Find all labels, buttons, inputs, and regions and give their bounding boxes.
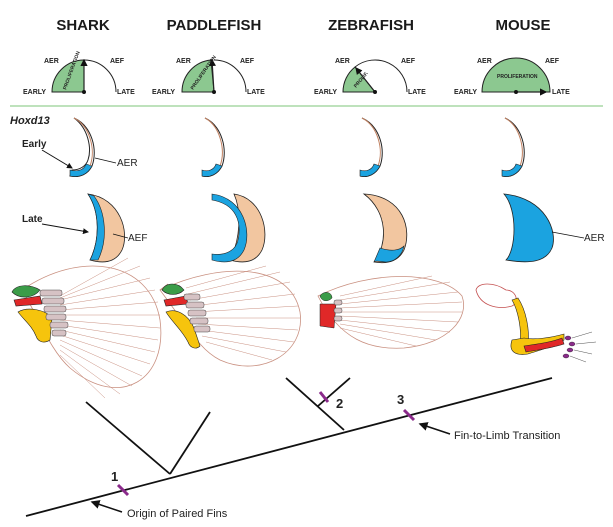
gene-label: Hoxd13 <box>10 115 50 127</box>
shark-fin-skeleton <box>12 258 161 398</box>
species-title-shark: SHARK <box>56 17 110 34</box>
transition-arrow <box>420 424 450 434</box>
gauge-shark: PROLIFERATION AER AEF EARLY LATE <box>23 50 135 96</box>
gauge-aef-label: AEF <box>110 58 125 65</box>
gauge-early-label: EARLY <box>23 89 46 96</box>
early-bud-zebrafish <box>360 118 382 177</box>
gauge-early-label: EARLY <box>314 89 337 96</box>
gauge-aer-label: AER <box>477 58 492 65</box>
mouse-limb-skeleton <box>476 284 596 362</box>
early-bud-mouse <box>502 118 524 177</box>
node-number-3: 3 <box>397 392 404 407</box>
gauge-aef-label: AEF <box>240 58 255 65</box>
gauge-early-label: EARLY <box>152 89 175 96</box>
species-title-paddlefish: PADDLEFISH <box>167 17 262 34</box>
gauge-late-label: LATE <box>117 89 135 96</box>
paddlefish-fin-skeleton <box>160 266 301 366</box>
aef-label-late: AEF <box>128 233 147 244</box>
early-bud-paddlefish <box>202 118 224 177</box>
gauge-paddlefish: PROLIFERATION AER AEF EARLY LATE <box>152 54 265 96</box>
gauge-aer-label: AER <box>335 58 350 65</box>
gauge-aef-label: AEF <box>545 58 560 65</box>
late-pointer-arrow <box>42 224 88 232</box>
gauge-mouse: PROLIFERATION AER AEF EARLY LATE <box>454 58 570 96</box>
aer-mouse-pointer-line <box>552 232 584 238</box>
zebrafish-fin-skeleton <box>318 276 464 348</box>
late-bud-mouse <box>504 194 553 262</box>
phylogenetic-tree <box>26 378 552 516</box>
stage-label-late: Late <box>22 214 43 225</box>
early-bud-shark <box>70 118 94 177</box>
annotation-fin-to-limb: Fin-to-Limb Transition <box>454 430 560 442</box>
late-bud-zebrafish <box>364 194 407 263</box>
aer-label-mouse-late: AER <box>584 233 605 244</box>
node-number-1: 1 <box>111 469 118 484</box>
annotation-origin-paired-fins: Origin of Paired Fins <box>127 508 228 520</box>
node-number-2: 2 <box>336 396 343 411</box>
gauge-early-label: EARLY <box>454 89 477 96</box>
gauge-inner-label: PROLIFERATION <box>497 74 538 80</box>
aer-label-early: AER <box>117 158 138 169</box>
gauge-aer-label: AER <box>44 58 59 65</box>
gauge-aef-label: AEF <box>401 58 416 65</box>
gauge-late-label: LATE <box>408 89 426 96</box>
species-title-mouse: MOUSE <box>495 17 550 34</box>
stage-label-early: Early <box>22 139 47 150</box>
species-title-zebrafish: ZEBRAFISH <box>328 17 414 34</box>
gauge-aer-label: AER <box>176 58 191 65</box>
late-bud-paddlefish <box>212 194 265 262</box>
gauge-zebrafish: PROLIF. AER AEF EARLY LATE <box>314 58 426 96</box>
gauge-late-label: LATE <box>247 89 265 96</box>
gauge-late-label: LATE <box>552 89 570 96</box>
origin-arrow <box>92 502 122 512</box>
aer-pointer-line <box>95 158 116 163</box>
late-bud-shark <box>88 194 125 262</box>
early-pointer-arrow <box>42 150 72 168</box>
